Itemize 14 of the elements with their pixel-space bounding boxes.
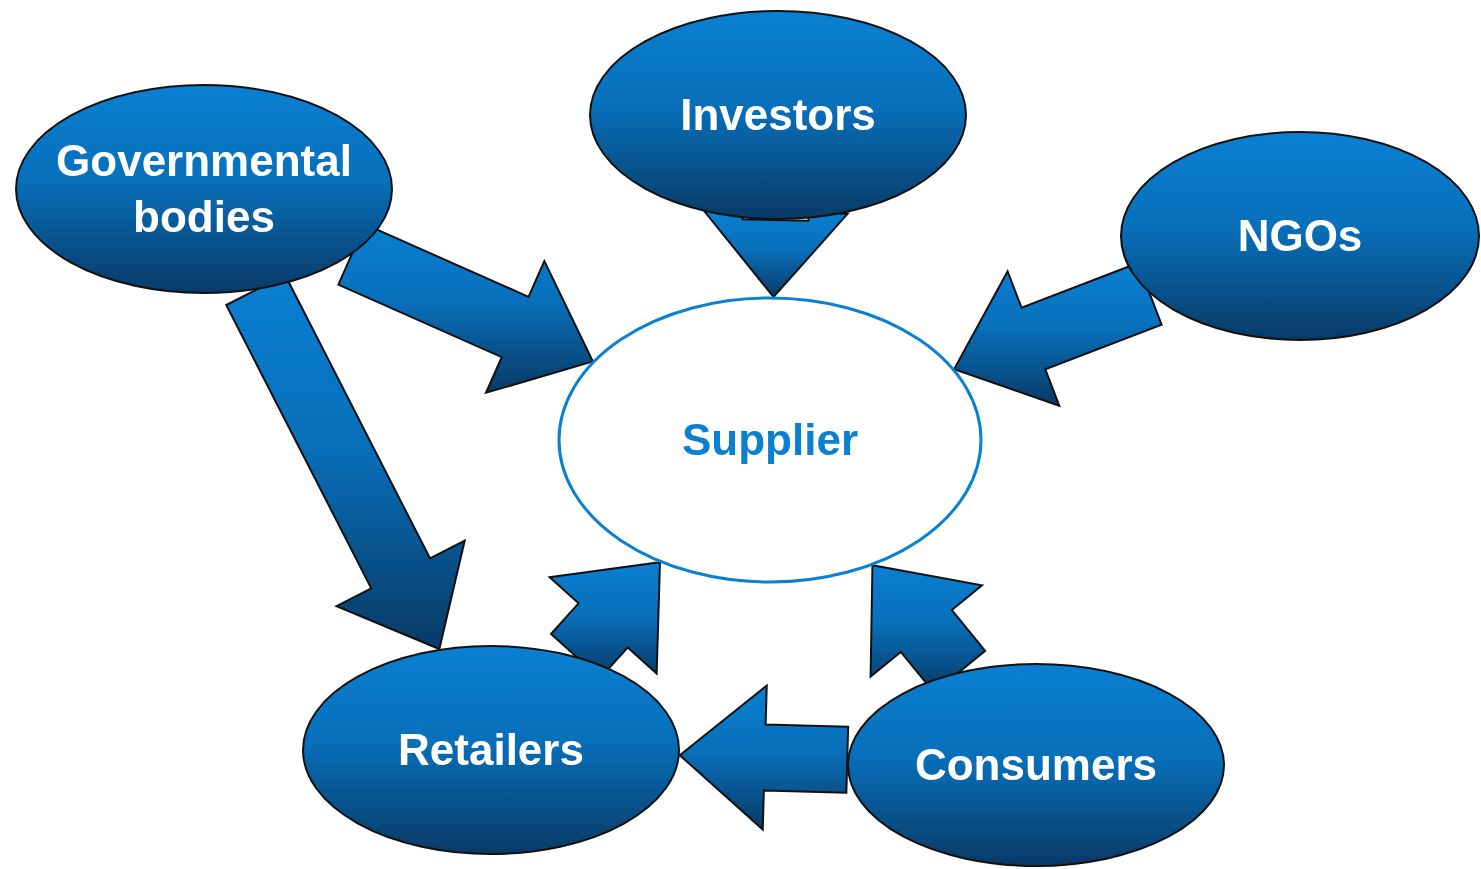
stakeholder-ellipse [847,663,1225,867]
node-label: Consumers [913,739,1159,791]
node-label: Supplier [681,414,859,466]
stakeholder-ellipse [589,10,967,220]
node-label: NGOs [1236,210,1364,262]
node-label: Governmental bodies [55,135,353,243]
block-arrow [678,683,850,832]
stakeholder-ellipse [302,645,680,855]
node-label: Retailers [397,724,585,776]
stakeholder-ellipse [1120,131,1480,341]
outline-ellipse [558,297,982,583]
stakeholder-ellipse [15,84,393,294]
node-label: Investors [679,89,877,141]
block-arrow [701,209,850,299]
